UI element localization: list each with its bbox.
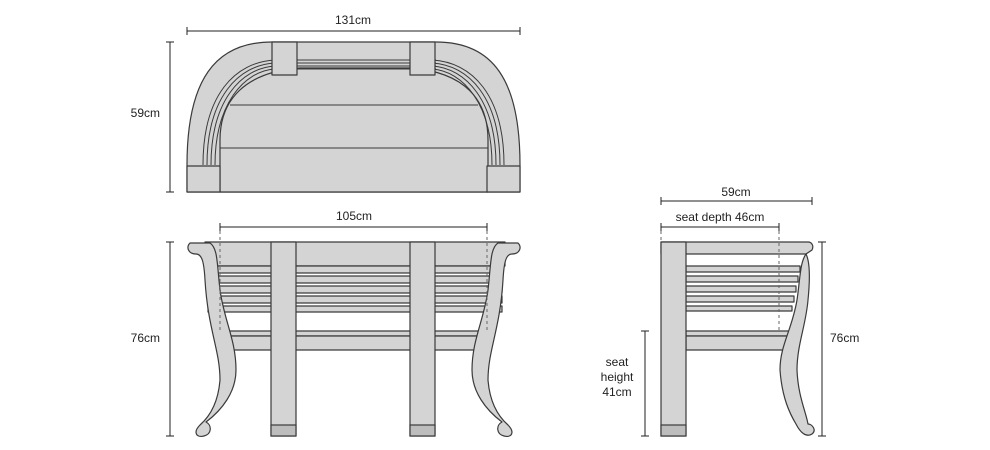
dimension-label-front-inner-width: 105cm xyxy=(336,209,372,223)
side-view-seat-rail xyxy=(685,330,790,337)
dimension-label-seat-height-line3: 41cm xyxy=(602,385,631,399)
side-view-back-leg xyxy=(660,241,687,437)
front-view-arm-right xyxy=(471,242,521,437)
front-view-back-slat xyxy=(207,305,503,313)
top-view-foot-left xyxy=(186,165,221,193)
dimension-label-seat-height-line2: height xyxy=(601,370,634,384)
side-view-slat xyxy=(685,295,795,303)
front-view-leg-left-foot xyxy=(270,424,297,437)
front-view-back-slat xyxy=(207,265,503,274)
side-view-top-rail xyxy=(660,241,814,255)
front-view-seat-front xyxy=(217,335,489,351)
front-view xyxy=(187,241,521,437)
dimension-label-side-height: 76cm xyxy=(830,331,859,345)
front-view-arm-left xyxy=(187,242,237,437)
dimension-side-depth: 59cm xyxy=(660,185,813,205)
side-view-slat xyxy=(685,275,799,283)
front-view-seat-rail xyxy=(217,330,489,337)
dimension-label-front-height: 76cm xyxy=(131,331,160,345)
top-view-slat-curve xyxy=(431,59,505,166)
dimension-seat-height: seat height 41cm xyxy=(601,330,649,437)
top-view xyxy=(186,41,521,193)
front-view-top-rail xyxy=(204,241,506,267)
side-view-slat xyxy=(685,265,801,273)
side-view-back-leg-foot xyxy=(660,424,687,437)
dimension-label-side-depth: 59cm xyxy=(721,185,750,199)
side-view-front-leg xyxy=(779,253,815,436)
front-view-leg-left xyxy=(270,241,297,437)
side-view xyxy=(660,241,815,437)
dimension-front-height: 76cm xyxy=(131,241,174,437)
dimension-side-height: 76cm xyxy=(818,241,859,437)
dimension-label-top-depth: 59cm xyxy=(131,106,160,120)
top-view-slat-curve xyxy=(431,65,497,166)
dimension-label-seat-depth: seat depth 46cm xyxy=(676,210,765,224)
top-view-slat-curve xyxy=(202,59,276,166)
top-view-foot-right xyxy=(486,165,521,193)
top-view-post-left xyxy=(271,41,298,76)
dimension-top-width: 131cm xyxy=(186,13,521,35)
top-view-slat-curve xyxy=(431,68,493,166)
front-view-leg-right xyxy=(409,241,436,437)
top-view-slat-curve xyxy=(431,62,501,166)
side-view-slat xyxy=(685,305,793,312)
dimension-seat-depth: seat depth 46cm xyxy=(660,210,780,331)
front-view-back-slat xyxy=(207,295,503,304)
dimension-label-seat-height-line1: seat xyxy=(606,355,629,369)
front-view-leg-right-foot xyxy=(409,424,436,437)
dimension-front-inner-width: 105cm xyxy=(219,209,488,330)
top-view-slat-curve xyxy=(206,62,276,166)
top-view-slat-curve xyxy=(214,68,276,166)
side-view-seat-front xyxy=(685,335,790,351)
front-view-back-slat xyxy=(207,285,503,294)
top-view-slat-curve xyxy=(210,65,276,166)
dimension-top-depth: 59cm xyxy=(131,41,174,193)
dimension-label-top-width: 131cm xyxy=(335,13,371,27)
top-view-post-right xyxy=(409,41,436,76)
front-view-back-slat xyxy=(207,275,503,284)
top-view-seat xyxy=(219,67,489,193)
